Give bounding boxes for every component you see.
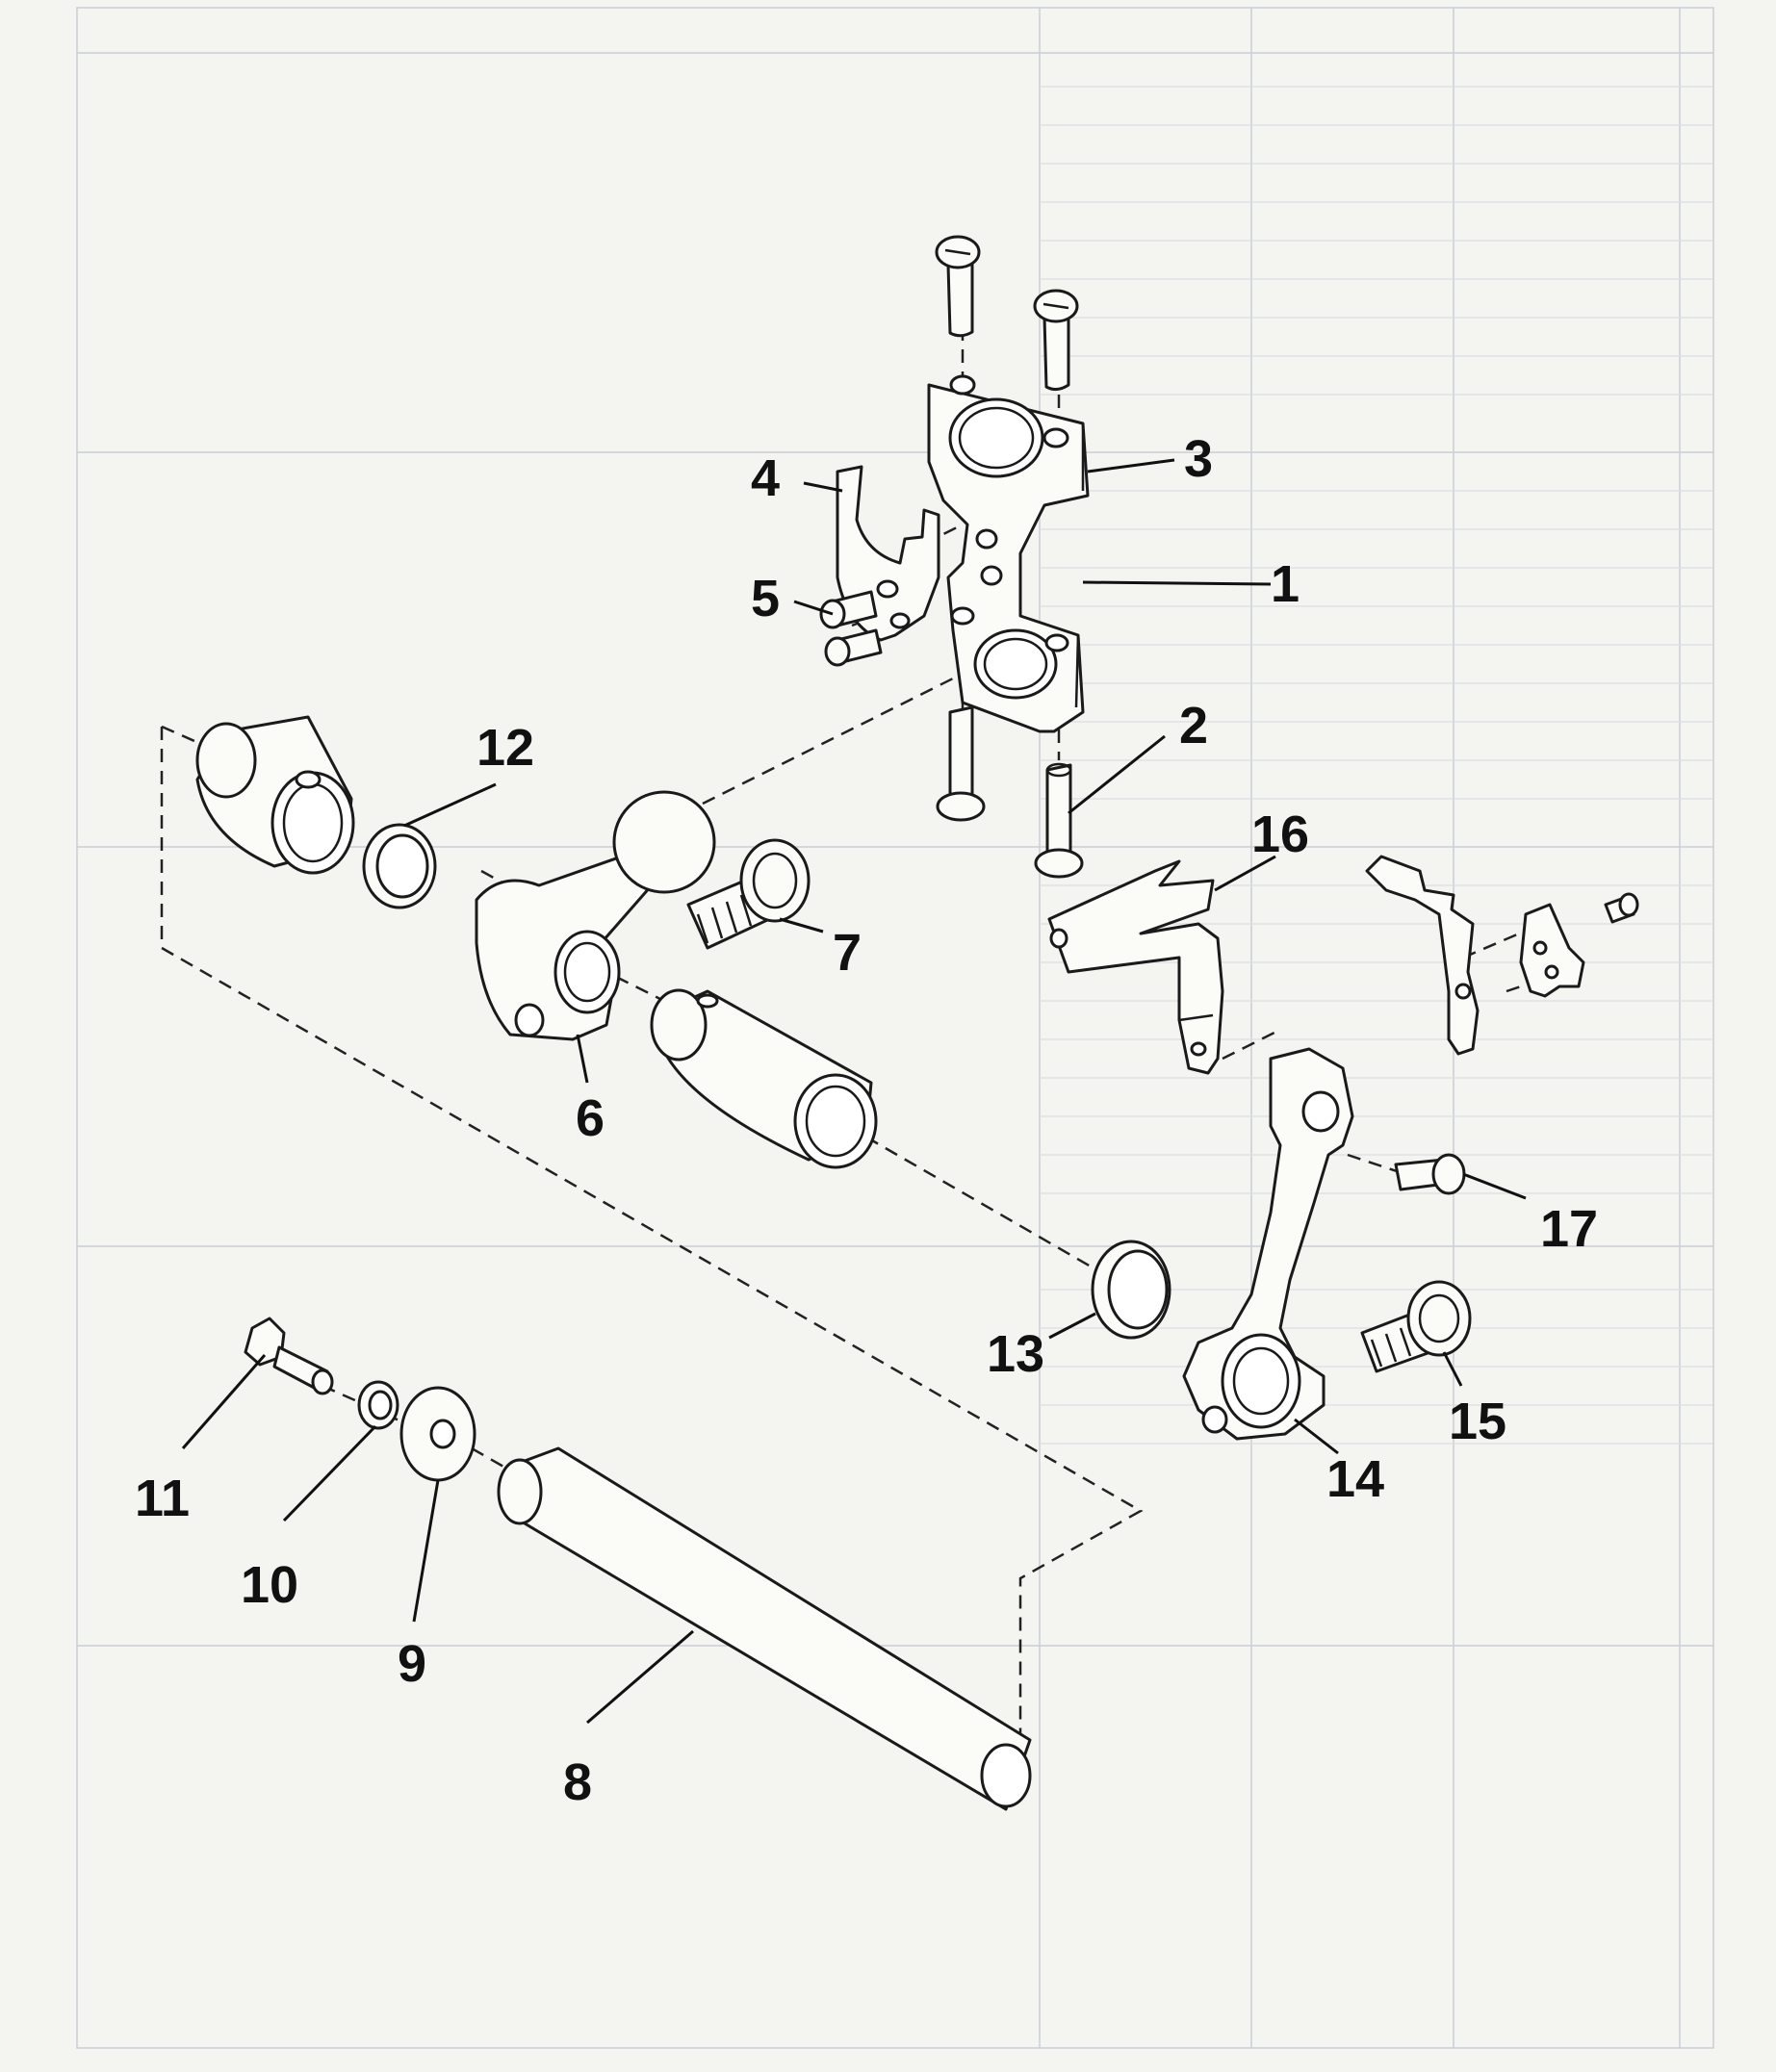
part-label-10: 10	[241, 1556, 298, 1614]
part-17-screw	[1394, 1153, 1466, 1195]
part-1-link-body	[927, 374, 1090, 733]
part-label-17: 17	[1540, 1200, 1598, 1258]
part-9-washer	[399, 1386, 476, 1482]
part-label-9: 9	[398, 1635, 426, 1693]
part-13-ring	[1091, 1240, 1171, 1340]
bushing-upper-left	[195, 715, 355, 875]
part-3-top-screws	[935, 235, 1079, 392]
part-labels: 1 2 3 4 5 6 7 8 9 10 11 12 13 14 15 16 1…	[135, 430, 1598, 1811]
part-label-12: 12	[476, 719, 534, 777]
part-7-socket-screw	[686, 838, 811, 950]
leader-lines	[181, 458, 1527, 1725]
part-14-looper-holder	[1182, 1047, 1354, 1441]
part-10-washer	[357, 1380, 399, 1430]
part-label-11: 11	[135, 1470, 190, 1527]
part-label-7: 7	[833, 924, 862, 982]
bushing-long	[650, 988, 878, 1169]
part-label-8: 8	[563, 1753, 592, 1811]
part-5-small-screws	[819, 590, 883, 667]
part-label-15: 15	[1449, 1393, 1506, 1450]
part-12-washer	[362, 823, 437, 909]
part-16-looper	[1047, 859, 1224, 1075]
part-11-screw	[244, 1317, 334, 1395]
part-label-4: 4	[751, 449, 780, 507]
part-label-2: 2	[1179, 697, 1208, 755]
part-label-6: 6	[576, 1089, 605, 1147]
part-15-socket-screw	[1360, 1280, 1472, 1373]
part-label-14: 14	[1326, 1450, 1384, 1508]
part-6-crank-ball	[475, 790, 716, 1041]
part-label-5: 5	[751, 570, 780, 627]
part-label-1: 1	[1271, 555, 1300, 613]
part-label-3: 3	[1184, 430, 1213, 488]
part-2-bottom-screws	[936, 705, 1084, 879]
right-small-parts	[1365, 855, 1639, 1056]
part-label-16: 16	[1251, 806, 1309, 863]
part-label-13: 13	[987, 1325, 1044, 1383]
part-8-shaft	[497, 1446, 1032, 1811]
